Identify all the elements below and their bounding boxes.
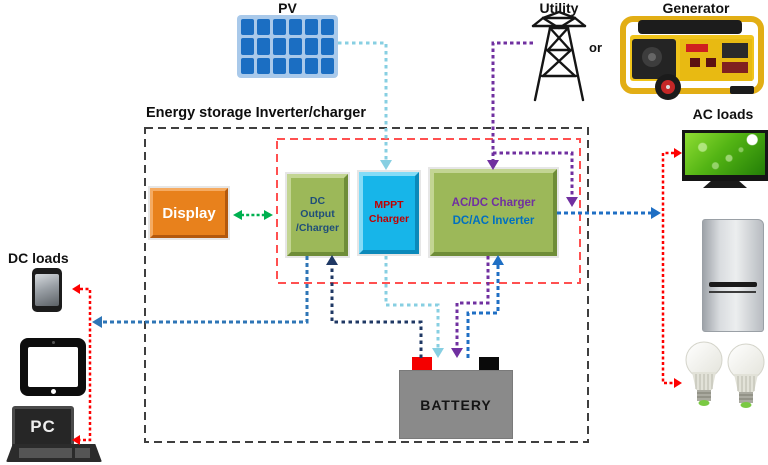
inverter-label-2: DC/AC Inverter xyxy=(452,214,535,227)
mppt-charger-box: MPPT Charger xyxy=(359,172,419,254)
inverter-to-battery-line xyxy=(455,256,490,349)
arrowhead xyxy=(566,197,578,207)
dc-output-label-2: Output xyxy=(300,208,335,221)
utility-tower-icon xyxy=(531,10,587,102)
mppt-to-battery-line xyxy=(384,256,440,349)
tablet-icon xyxy=(20,338,86,396)
generator-label: Generator xyxy=(662,0,730,16)
inverter-charger-box: AC/DC Charger DC/AC Inverter xyxy=(430,169,557,256)
tv-bezel xyxy=(682,176,768,181)
dc-output-label-3: /Charger xyxy=(295,221,340,234)
tv-stand xyxy=(703,181,747,188)
mppt-label-2: Charger xyxy=(368,213,410,225)
arrowhead xyxy=(651,207,661,219)
pv-label: PV xyxy=(278,0,297,16)
or-label: or xyxy=(589,40,602,55)
arrowhead xyxy=(432,348,444,358)
display-box: Display xyxy=(150,188,228,238)
laptop-keyboard xyxy=(6,444,102,462)
battery-positive-terminal xyxy=(412,357,432,371)
fridge-handle xyxy=(709,282,757,288)
laptop-icon: PC xyxy=(12,406,74,448)
tv-icon xyxy=(682,130,768,178)
arrowhead xyxy=(326,255,338,265)
dc-output-charger-box: DC Output /Charger xyxy=(287,174,348,256)
utility-label: Utility xyxy=(539,0,579,16)
display-label: Display xyxy=(162,204,216,222)
ac-loads-red-line xyxy=(661,151,674,385)
generator-icon xyxy=(620,16,764,100)
diagram-title: Energy storage Inverter/charger xyxy=(146,105,367,121)
mppt-label-1: MPPT xyxy=(374,199,404,212)
led-bulbs-icon xyxy=(685,341,765,408)
dc-output-label-1: DC xyxy=(309,194,326,207)
arrowhead xyxy=(264,210,273,220)
pc-label: PC xyxy=(30,417,56,436)
battery-negative-terminal xyxy=(479,357,499,371)
arrowhead xyxy=(92,316,102,328)
arrowhead xyxy=(451,348,463,358)
arrowhead xyxy=(674,378,682,388)
arrowhead xyxy=(233,210,242,220)
arrowhead xyxy=(72,284,80,294)
arrowhead xyxy=(674,148,682,158)
dc-output-to-dc-loads-line xyxy=(101,256,309,324)
fridge-handle-2 xyxy=(709,291,756,294)
dc-loads-label: DC loads xyxy=(8,250,69,266)
ac-loads-label: AC loads xyxy=(692,106,754,122)
arrowhead xyxy=(492,255,504,265)
pv-to-mppt-line xyxy=(338,41,388,161)
battery-label: BATTERY xyxy=(420,396,492,413)
battery-to-dc-output-line xyxy=(330,264,423,358)
pv-panel-icon xyxy=(237,15,338,78)
phone-icon xyxy=(32,268,62,312)
battery-icon: BATTERY xyxy=(399,370,513,439)
arrowhead xyxy=(380,160,392,170)
fridge-icon xyxy=(702,219,764,332)
battery-to-inverter-line xyxy=(466,264,500,358)
inverter-label-1: AC/DC Charger xyxy=(451,196,536,209)
